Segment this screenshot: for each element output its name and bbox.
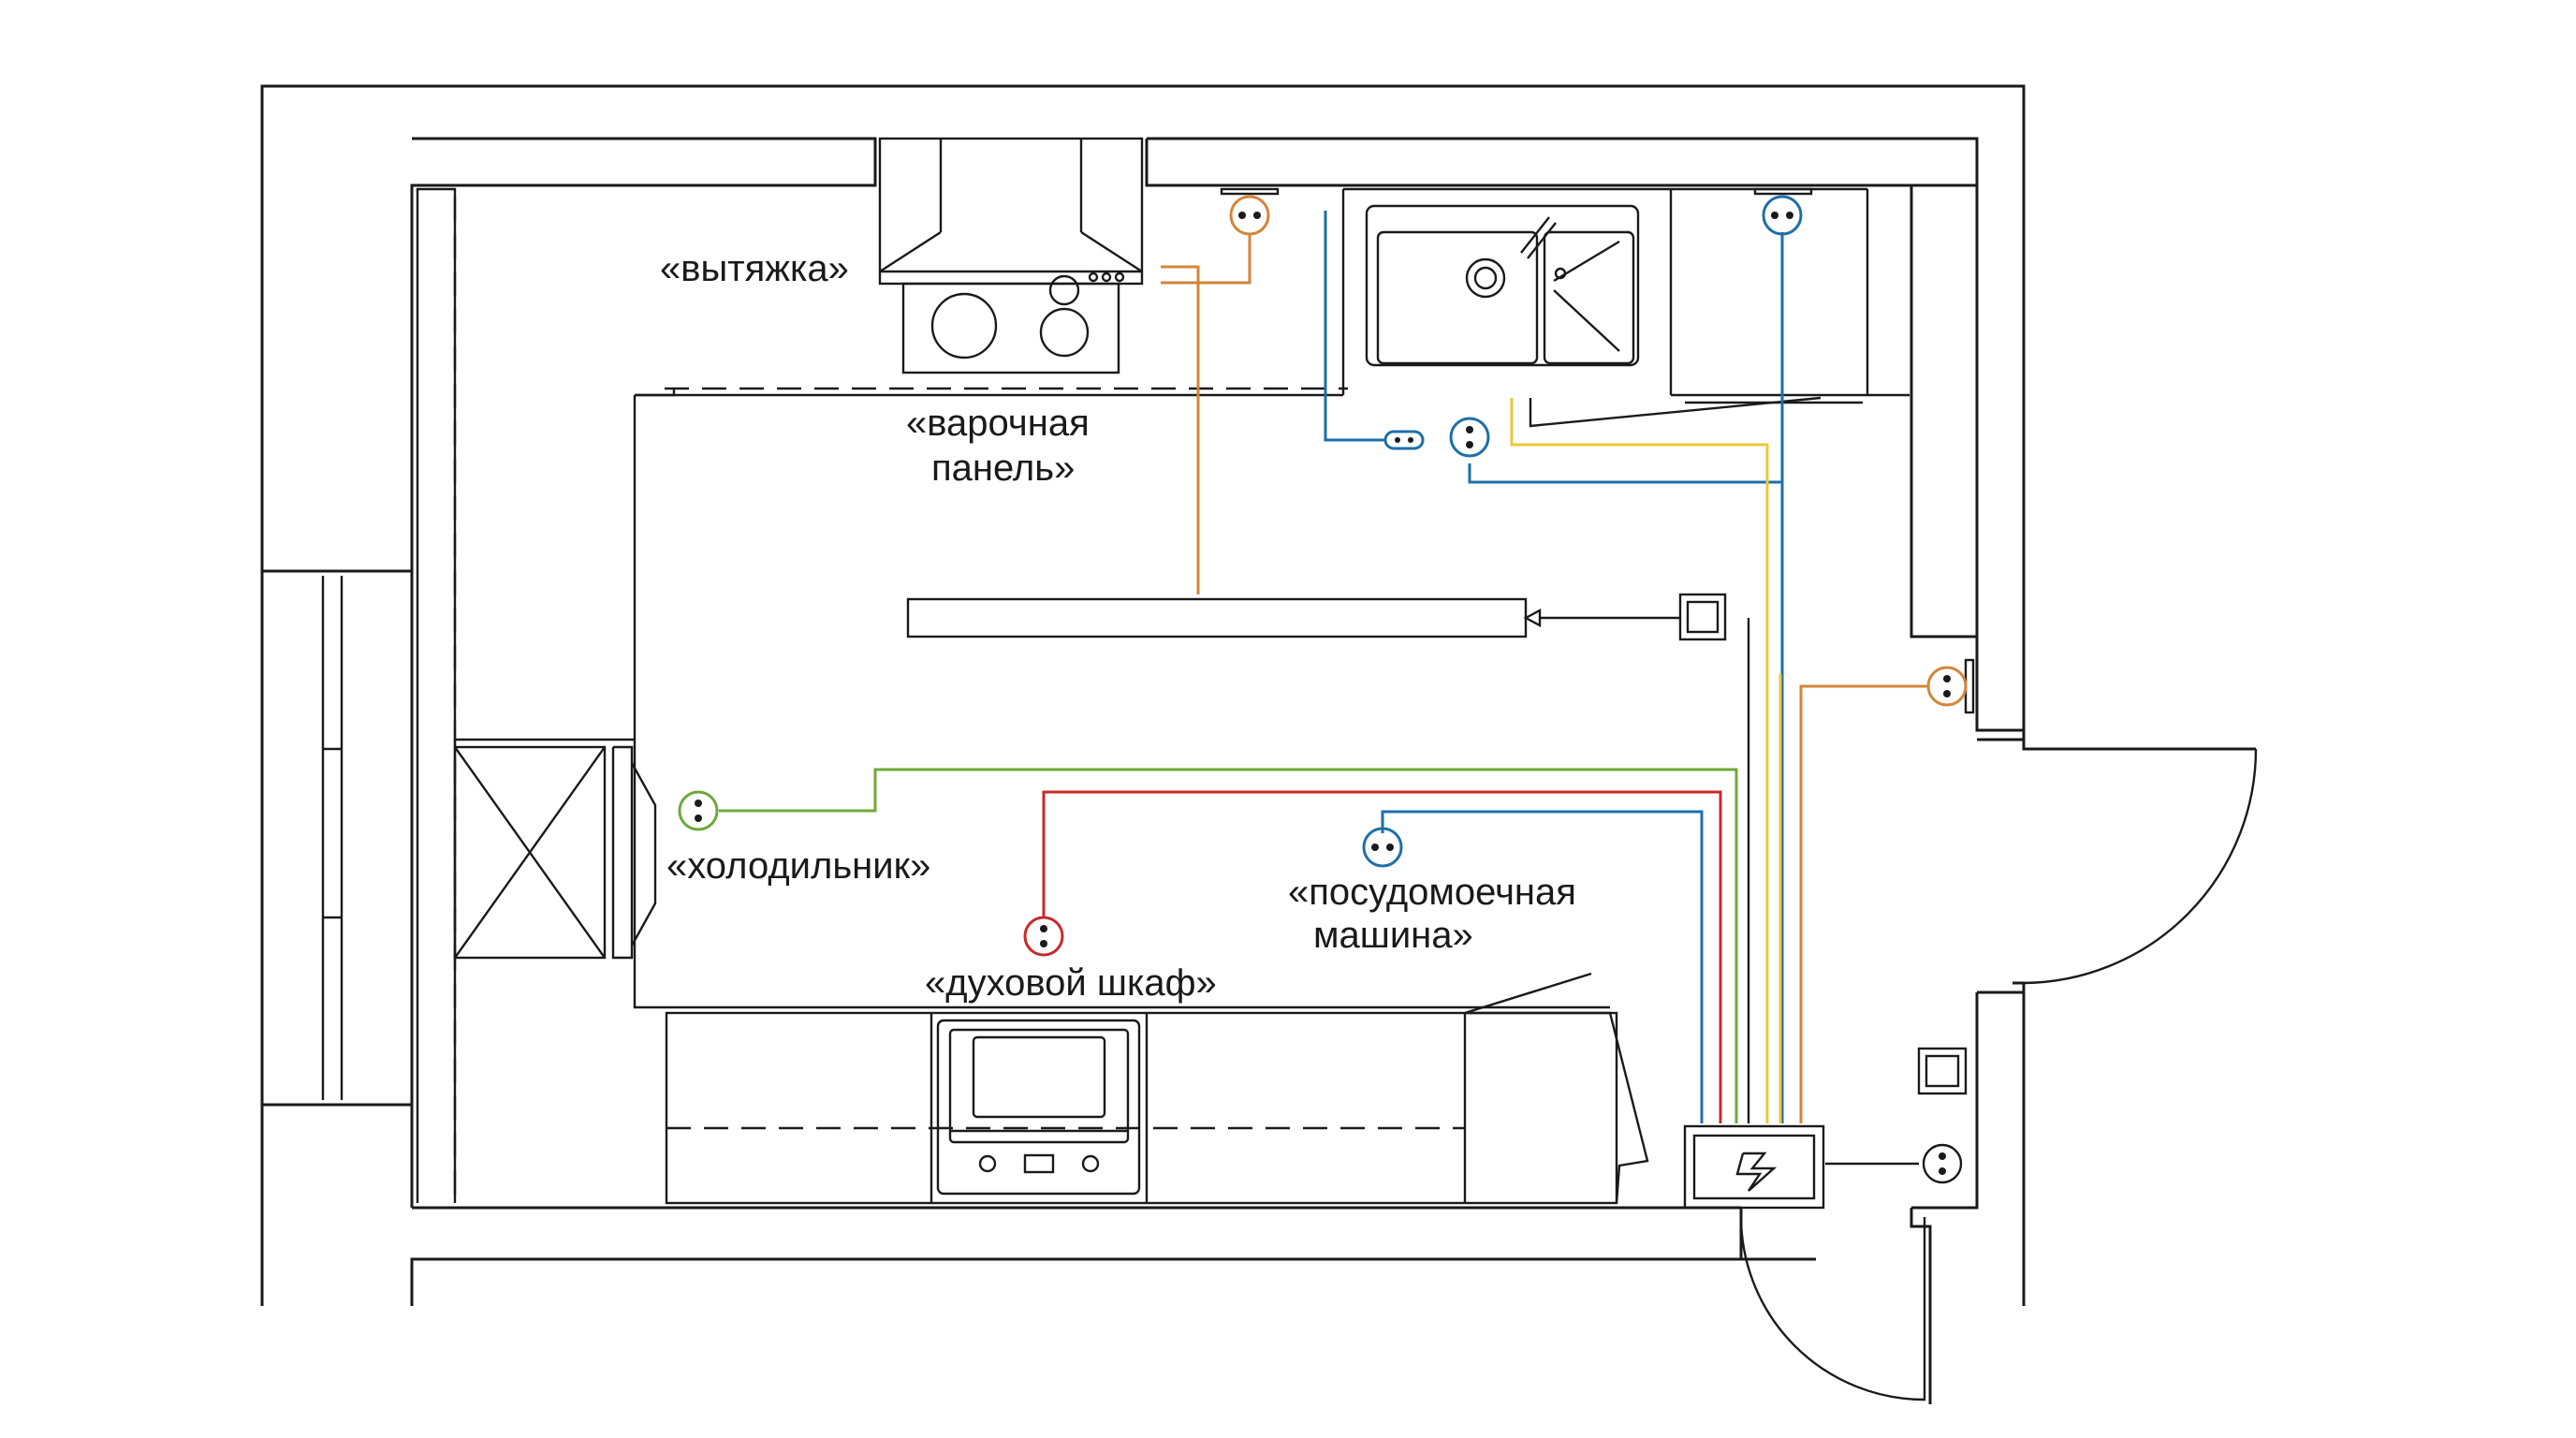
light-switch-icon xyxy=(1678,593,1727,641)
electrical-panel xyxy=(1683,1124,1825,1210)
socket-icon xyxy=(678,790,719,831)
light-switch-icon xyxy=(1917,1047,1968,1095)
socket-icon xyxy=(1383,430,1425,450)
sockets xyxy=(678,187,1975,1184)
oven-label: «духовой шкаф» xyxy=(925,962,1217,1004)
dishwasher-label-line1: «посудомоечная xyxy=(1288,872,1576,913)
socket-icon xyxy=(1449,417,1490,458)
lightning-bolt-icon xyxy=(1735,1152,1778,1192)
counters xyxy=(416,187,1910,1205)
dishwasher-label-line2: машина» xyxy=(1313,915,1473,956)
walls xyxy=(260,84,2256,1404)
fridge-label: «холодильник» xyxy=(666,845,930,887)
fridge xyxy=(453,745,657,960)
range-hood xyxy=(878,137,1144,286)
socket-icon xyxy=(1220,187,1280,236)
hood-label: «вытяжка» xyxy=(660,248,849,289)
ceiling-light-bar xyxy=(906,597,1680,638)
socket-icon xyxy=(1023,916,1064,957)
socket-icon xyxy=(1362,827,1403,868)
sink xyxy=(1365,204,1640,367)
socket-icon xyxy=(1926,658,1975,714)
hob-label-line1: «варочная xyxy=(906,403,1090,444)
hob-label-line2: панель» xyxy=(931,448,1075,489)
labels: «вытяжка» «варочная панель» «холодильник… xyxy=(660,248,1576,1004)
socket-icon xyxy=(1753,187,1813,236)
socket-icon xyxy=(1922,1143,1963,1184)
doors xyxy=(1739,748,2258,1401)
hob xyxy=(901,274,1120,374)
oven xyxy=(936,1019,1141,1196)
wiring xyxy=(719,211,1928,1166)
